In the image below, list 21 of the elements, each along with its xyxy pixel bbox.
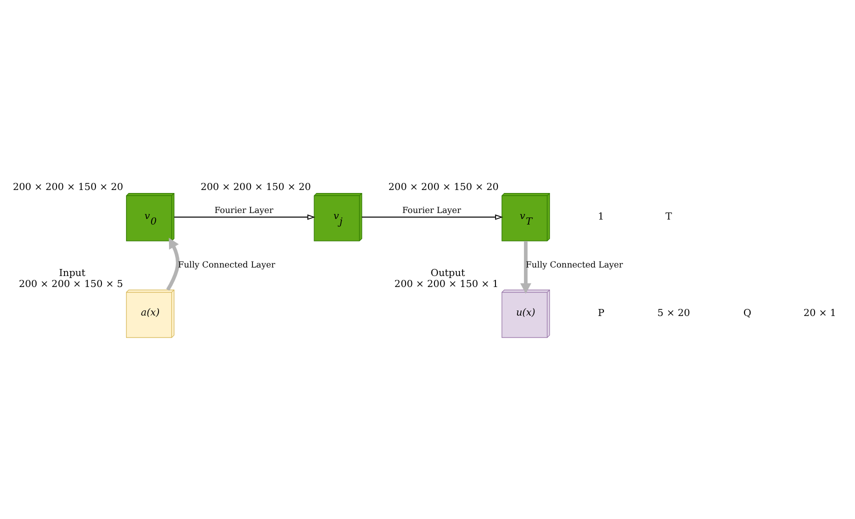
label: 1	[598, 210, 604, 222]
label: Q	[743, 308, 752, 319]
node-label: 200 × 200 × 150 × 20	[200, 182, 311, 193]
label: 5 × 20	[657, 308, 690, 319]
node-label: 200 × 200 × 150 × 20	[12, 182, 124, 193]
edge-label: Fully Connected Layer	[526, 259, 623, 270]
arrow	[520, 240, 532, 294]
node-label: 200 × 200 × 150 × 1	[394, 278, 499, 290]
node-label: 200 × 200 × 150 × 20	[388, 182, 499, 193]
edge-label: Fourier Layer	[402, 204, 462, 215]
arrow	[174, 214, 316, 220]
arrow	[166, 237, 180, 290]
edge-label: Fourier Layer	[214, 204, 274, 215]
label: 20 × 1	[804, 308, 836, 319]
node-label: Input	[59, 267, 86, 278]
label: P	[598, 308, 604, 319]
label: T	[666, 210, 672, 222]
arrow	[362, 214, 503, 220]
node-label: 200 × 200 × 150 × 5	[18, 278, 124, 290]
edge-label: Fully Connected Layer	[178, 259, 276, 270]
node-label: Output	[430, 267, 465, 278]
